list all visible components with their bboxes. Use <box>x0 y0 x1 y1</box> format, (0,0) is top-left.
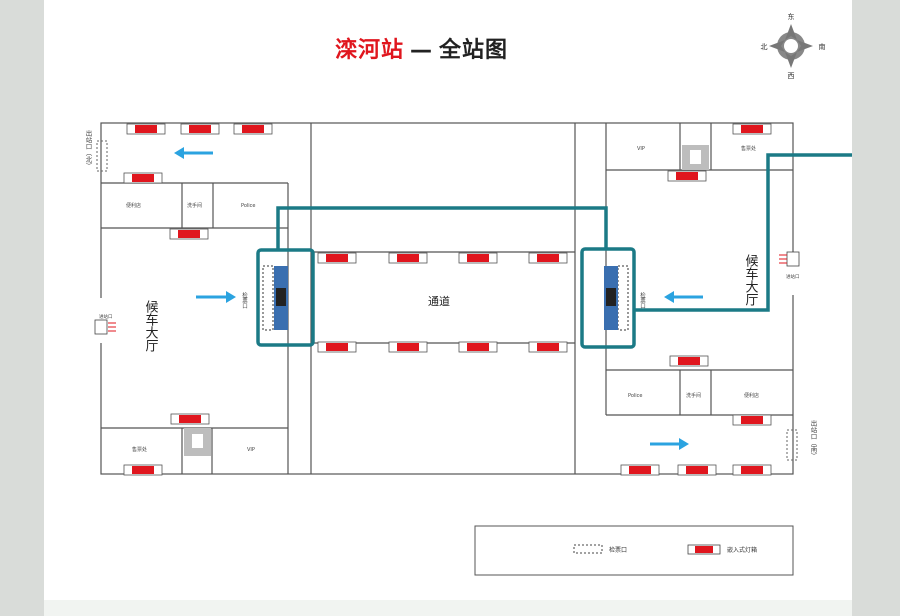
light-box-fill <box>397 343 419 351</box>
room-toilet-west: 洗手间 <box>187 202 202 209</box>
legend-lightbox-label: 嵌入式灯箱 <box>727 546 757 554</box>
map-labels: 候车大厅 候车大厅 通道 出站口（北） 出站口（南） 检票口 检票口 便利店 洗… <box>84 129 817 459</box>
legend-lightbox-fill <box>695 546 713 553</box>
light-box-fill <box>686 466 708 474</box>
arrow-to-gate-east-head <box>664 291 674 303</box>
light-box-fill <box>132 466 154 474</box>
light-box-fill <box>741 416 763 424</box>
exit-gate-north <box>96 140 108 172</box>
room-convenience-west: 便利店 <box>126 202 141 209</box>
light-box-fill <box>132 174 154 182</box>
light-box-fill <box>326 254 348 262</box>
compass-north: 北 <box>761 43 768 51</box>
exit-gate-south <box>786 429 798 461</box>
highlight-box-east <box>580 247 636 349</box>
light-box-fill <box>537 254 559 262</box>
room-vip-west: VIP <box>247 447 255 453</box>
passage-label: 通道 <box>428 294 450 308</box>
compass-rose: 东 北 南 西 <box>761 12 826 80</box>
entrance-icon <box>94 319 108 335</box>
room-convenience-east: 便利店 <box>744 392 759 399</box>
room-shop-west: 售票处 <box>132 446 147 453</box>
sheet-footer-band <box>44 600 852 616</box>
exit-north-label: 出站口（北） <box>84 129 92 169</box>
room-shop-east: 售票处 <box>741 145 756 152</box>
route-exit-east <box>634 153 852 312</box>
light-box-fill <box>678 357 700 365</box>
ticket-gate-east <box>617 265 629 331</box>
route-connector <box>276 206 608 250</box>
room-police-east: Police <box>628 393 643 399</box>
gate-core-west <box>276 288 286 306</box>
page-title: 滦河站—全站图 <box>335 32 508 66</box>
entrance-west-label: 进站口 <box>99 313 113 320</box>
station-name: 滦河站 <box>335 38 405 63</box>
toilet-blocks <box>184 145 709 456</box>
compass-arrow-left <box>769 40 785 52</box>
light-box-fill <box>467 343 489 351</box>
legend-box <box>474 525 794 576</box>
waiting-hall-east-label: 候车大厅 <box>743 254 759 306</box>
light-box-fill <box>397 254 419 262</box>
light-box-fill <box>135 125 157 133</box>
ticket-gates <box>262 265 629 331</box>
room-vip-east: VIP <box>637 146 645 152</box>
legend: 检票口 嵌入式灯箱 <box>474 525 794 576</box>
legend-gate-label: 检票口 <box>609 546 627 554</box>
highlight-route <box>256 153 852 349</box>
compass-arrow-right <box>797 40 813 52</box>
arrow-exit-south-head <box>679 438 689 450</box>
light-box-fill <box>326 343 348 351</box>
gate-core-east <box>606 288 616 306</box>
light-box-fill <box>189 125 211 133</box>
compass-arrow-up <box>785 24 797 40</box>
room-toilet-east: 洗手间 <box>686 392 701 399</box>
exit-south-label: 出站口（南） <box>809 419 817 459</box>
room-police-west: Police <box>241 203 256 209</box>
light-box-fill <box>179 415 201 423</box>
ticket-gate-west <box>262 265 274 331</box>
compass-center <box>784 39 798 53</box>
light-box-fill <box>741 125 763 133</box>
compass-south: 南 <box>819 42 826 51</box>
compass-east: 东 <box>788 12 795 21</box>
toilet-icon <box>690 150 701 164</box>
legend-gate-swatch <box>573 544 603 554</box>
light-box-fill <box>676 172 698 180</box>
light-box-fill <box>629 466 651 474</box>
light-box-fill <box>467 254 489 262</box>
light-box-fill <box>537 343 559 351</box>
light-box-fill <box>242 125 264 133</box>
waiting-hall-west-label: 候车大厅 <box>143 300 159 352</box>
compass-arrow-down <box>785 52 797 68</box>
arrow-to-gate-west-head <box>226 291 236 303</box>
title-separator: — <box>410 38 434 63</box>
entrance-markers <box>94 140 800 461</box>
ticket-gate-west-label: 检票口 <box>241 291 248 310</box>
light-boxes <box>123 123 772 476</box>
arrow-exit-north-head <box>174 147 184 159</box>
light-box-fill <box>178 230 200 238</box>
toilet-icon <box>192 434 203 448</box>
light-box-fill <box>741 466 763 474</box>
flow-arrows <box>174 147 703 450</box>
compass-west: 西 <box>788 72 795 80</box>
entrance-east-label: 进站口 <box>786 273 800 280</box>
east-door-gap <box>790 255 795 295</box>
map-sheet <box>44 0 852 616</box>
title-subtitle: 全站图 <box>439 38 509 63</box>
entrance-icon <box>786 251 800 267</box>
highlight-box-west <box>256 248 315 347</box>
ticket-gate-east-label: 检票口 <box>639 291 646 310</box>
